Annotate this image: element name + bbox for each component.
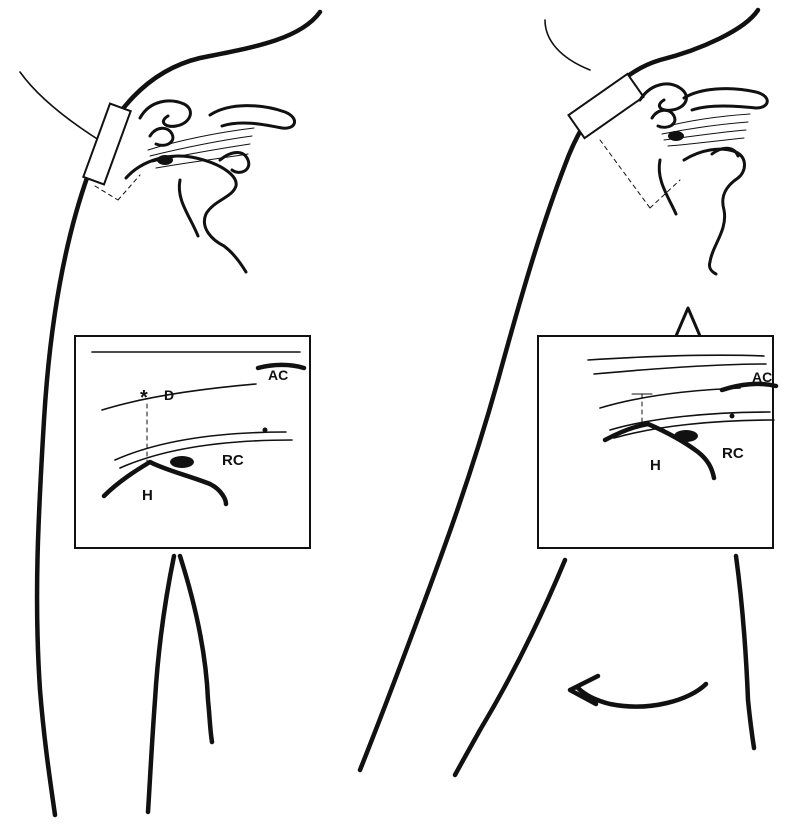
left-label-d: D: [164, 387, 174, 403]
left-transducer: [83, 104, 130, 185]
right-stand-leg: [736, 556, 754, 748]
right-label-h: H: [650, 457, 661, 474]
right-transducer: [568, 74, 643, 138]
right-arm-outline-lower: [455, 560, 565, 775]
left-bursa-spot: [170, 456, 194, 468]
left-stand-leg-left: [148, 556, 174, 812]
left-figure: * D RC H AC: [20, 12, 320, 815]
right-humerus-shaft: [659, 160, 676, 214]
left-skin-line: [20, 72, 102, 142]
left-label-h: H: [142, 487, 153, 504]
left-cuff-dot: [263, 428, 268, 433]
right-tendon-spot: [668, 131, 684, 141]
right-ultrasound-frame: [538, 336, 773, 548]
left-clavicle-bone: [210, 106, 295, 129]
right-label-rc: RC: [722, 445, 744, 462]
right-cuff-dot: [730, 414, 735, 419]
right-clavicle-bone: [684, 89, 767, 110]
left-label-ac: AC: [268, 367, 288, 383]
left-humerus-shaft: [179, 180, 198, 236]
left-coracoid-bone: [150, 128, 173, 145]
right-acromion-bone: [640, 84, 686, 110]
right-humeral-head: [684, 149, 745, 274]
right-label-ac: AC: [752, 369, 772, 385]
right-skin-line: [545, 20, 590, 70]
left-label-rc: RC: [222, 452, 244, 469]
right-bursa-spot: [674, 430, 698, 442]
right-stand-top: [676, 308, 700, 336]
right-figure: RC H AC: [360, 10, 776, 775]
left-stand-leg-right: [180, 556, 212, 742]
left-acromion-bone: [140, 101, 190, 126]
left-label-star: *: [140, 387, 148, 409]
